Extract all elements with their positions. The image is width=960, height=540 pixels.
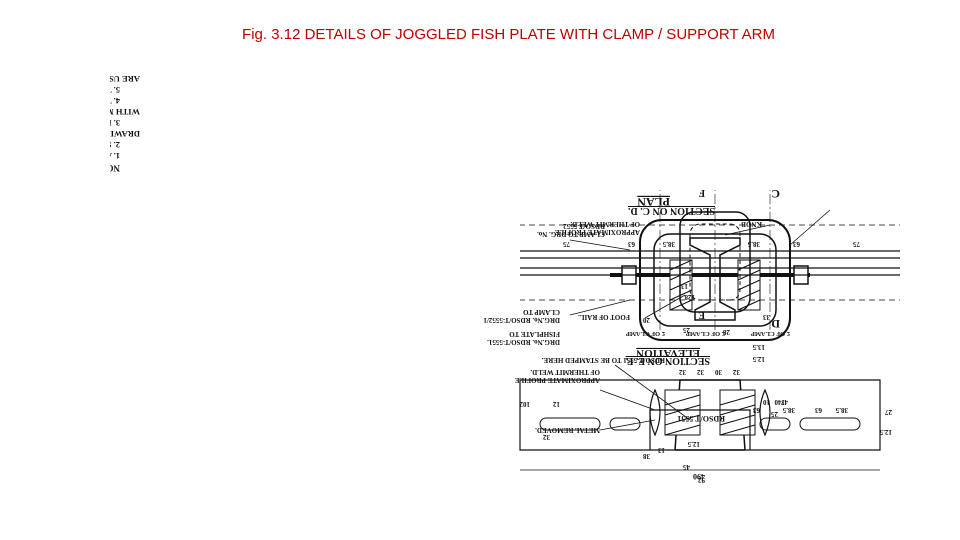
section-cd-title: SECTION ON C. D. <box>628 205 715 216</box>
note-line-3: DRAWING NO. RDSO/T-5551 AND RDSO/T-5552 … <box>110 129 140 139</box>
cd-dim-25: 25 <box>683 326 691 334</box>
note-line-4: 3. FOR THE PURPOSE OF TEMPORARY JOINING … <box>110 118 120 128</box>
plan-dim-75-right: 75 <box>563 240 571 248</box>
plan-dim-75-left: 75 <box>853 240 861 248</box>
cd-dim-20: 20 <box>643 316 651 324</box>
el-dim-12-5: 12.5 <box>879 428 892 436</box>
note-line-7: 5. THE SPEED RESTRICTION OF 20 Kmph SHOU… <box>110 85 120 95</box>
thermit-profile-line-2: OF THERMIT WELD. <box>570 220 640 228</box>
el-dim-63-a: 63 <box>753 406 761 414</box>
el-dim-27: 27 <box>885 408 893 416</box>
section-letter-d: D <box>771 317 780 331</box>
ef-dim-32-a: 32 <box>733 368 741 376</box>
el-dim-32: 32 <box>543 433 551 441</box>
el-dim-63-b: 63 <box>815 406 823 414</box>
cd-dim-33: 33 <box>763 313 771 321</box>
elevation-stamp-mark: RDSO/T 5551 <box>677 414 725 423</box>
cd-dim-28: 28 <box>723 328 731 336</box>
clamp-to-label: CLAMP TO <box>523 308 560 316</box>
section-letter-e: E <box>698 309 705 320</box>
section-ef-title: SECTION ON E. F. <box>625 355 710 366</box>
note-line-6: 4. THE JOINT SLEEPER SPACING MAY BE SUIT… <box>110 96 120 106</box>
plan-dim-38-5-left: 38.5 <box>747 240 760 248</box>
el-dim-102: 102 <box>519 400 530 408</box>
ef-dim-30: 30 <box>715 368 723 376</box>
figure-title: Fig. 3.12 DETAILS OF JOGGLED FISH PLATE … <box>242 26 775 43</box>
plan-view: PLAN C D F E 75 63 38.5 38.5 63 <box>520 187 900 337</box>
plan-dim-13: 13 <box>681 282 689 290</box>
knob-label: KNOB <box>741 220 762 228</box>
cl-of-clamp-label-1: £ OF CLAMP <box>751 330 790 337</box>
elevation-view: ELEVATION RDSO/T 5551 RDSO/T-5551 TO BE … <box>519 347 892 481</box>
cd-dim-13-5: 13.5 <box>752 343 765 351</box>
ef-dim-12-5: 12.5 <box>687 440 700 448</box>
ef-dim-32-c: 32 <box>679 368 687 376</box>
notes-heading: NOTE : <box>110 163 120 173</box>
drg-5552-label: DRG.No. RDSO/T-5552/1 <box>483 316 560 324</box>
ef-dim-47: 47 <box>781 398 789 406</box>
plan-title: PLAN <box>637 195 670 209</box>
cd-dim-12-5: 12.5 <box>752 355 765 363</box>
drawing-canvas: NOTE : 1. ALL DIMENSIONS ARE IN MILLIMET… <box>110 74 900 484</box>
cl-of-clamp-label-3: £ OF CLAMP <box>626 330 665 337</box>
drg-5551-label: DRG.No. RDSO/T-5551. <box>487 338 560 346</box>
ef-dim-92: 92 <box>698 476 706 484</box>
elevation-title: ELEVATION <box>636 347 700 359</box>
foot-of-rail-label: FOOT OF RAIL. <box>578 313 630 321</box>
clamp-to-drg-label: CLAMP TO DRG. No. <box>537 230 605 238</box>
notes-block: NOTE : 1. ALL DIMENSIONS ARE IN MILLIMET… <box>110 74 140 173</box>
plan-dim-128: 128 <box>684 293 695 301</box>
note-line-2: 2. SALIENT FEATURES / DIMENSIONS HAVE BE… <box>110 140 120 150</box>
ef-dim-32-b: 32 <box>697 368 705 376</box>
el-dim-38-5-b: 38.5 <box>835 406 848 414</box>
el-dim-12: 12 <box>553 400 561 408</box>
el-dim-38-5-a: 38.5 <box>782 406 795 414</box>
plan-dim-38-5-right: 38.5 <box>662 240 675 248</box>
thermit-profile-line-1: APPROXIMATE PROFILE <box>554 228 640 236</box>
ef-dim-10: 10 <box>763 398 771 406</box>
cl-of-clamp-label-2: £ OF CLAMP <box>686 330 725 337</box>
el-dim-490: 490 <box>693 472 705 481</box>
fishplate-to-label: FISHPLATE TO <box>509 330 560 338</box>
ef-thermit-profile-2: OF THERMIT WELD. <box>530 368 600 376</box>
section-ef-view: SECTION ON E. F. APPROXIMAT <box>514 355 788 484</box>
stamped-here-label: RDSO/T-5551 TO BE STAMPED HERE. <box>542 356 665 364</box>
section-cd-view: SECTION ON C. D. <box>483 205 831 363</box>
note-line-8: ARE USED. HOWEVER, SPEED RESTRICTION MAY… <box>110 74 140 84</box>
plan-dim-63-left: 63 <box>793 240 801 248</box>
clamp-drg-number: RDSO/T-5552 <box>563 222 605 230</box>
section-letter-f: F <box>699 187 705 198</box>
ef-dim-25: 25 <box>771 410 779 418</box>
note-line-1: 1. ALL DIMENSIONS ARE IN MILLIMETRES. <box>110 151 120 161</box>
engineering-drawing: NOTE : 1. ALL DIMENSIONS ARE IN MILLIMET… <box>110 50 900 490</box>
el-dim-140: 140 <box>774 398 785 406</box>
ef-dim-45: 45 <box>683 463 691 471</box>
section-letter-c: C <box>771 187 780 201</box>
el-dim-38: 38 <box>643 452 651 460</box>
plan-dim-63-right: 63 <box>628 240 636 248</box>
